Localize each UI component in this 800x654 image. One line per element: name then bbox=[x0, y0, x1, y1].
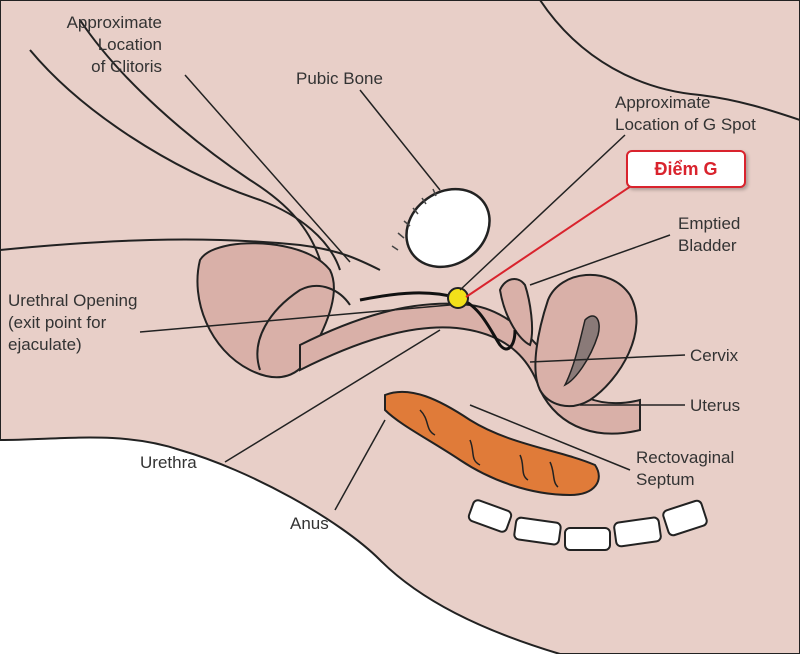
label-pubic-bone: Pubic Bone bbox=[296, 69, 383, 88]
label-rectovaginal-septum: Rectovaginal Septum bbox=[636, 448, 735, 489]
uterine-cavity bbox=[563, 315, 600, 387]
abdomen-contour bbox=[539, 0, 800, 121]
label-bladder: Emptied Bladder bbox=[678, 214, 741, 255]
rectum-shape bbox=[384, 390, 600, 497]
urethra-tube bbox=[359, 291, 517, 351]
g-spot-callout: Điểm G bbox=[626, 150, 746, 188]
rectum-folds bbox=[419, 409, 559, 488]
thigh-contour bbox=[0, 238, 381, 271]
label-uterus: Uterus bbox=[690, 396, 741, 415]
labia-inner bbox=[256, 285, 351, 371]
pubic-hair bbox=[391, 188, 437, 251]
label-urethral-opening: Urethral Opening (exit point for ejacula… bbox=[8, 291, 138, 354]
callout-pointer bbox=[465, 179, 641, 298]
bladder-shape bbox=[498, 278, 534, 347]
pubic-bone-shape bbox=[405, 187, 491, 269]
label-cervix: Cervix bbox=[690, 346, 739, 365]
label-g-spot: Approximate Location of G Spot bbox=[615, 93, 756, 134]
label-urethra: Urethra bbox=[140, 453, 197, 472]
label-anus: Anus bbox=[290, 514, 329, 533]
coccyx-vertebrae bbox=[467, 499, 708, 551]
g-spot-marker bbox=[447, 287, 469, 309]
leg-lower-contour bbox=[79, 19, 321, 261]
leader-lines bbox=[139, 74, 686, 511]
leg-upper-contour bbox=[29, 49, 341, 271]
label-clitoris: Approximate Location of Clitoris bbox=[66, 13, 162, 76]
